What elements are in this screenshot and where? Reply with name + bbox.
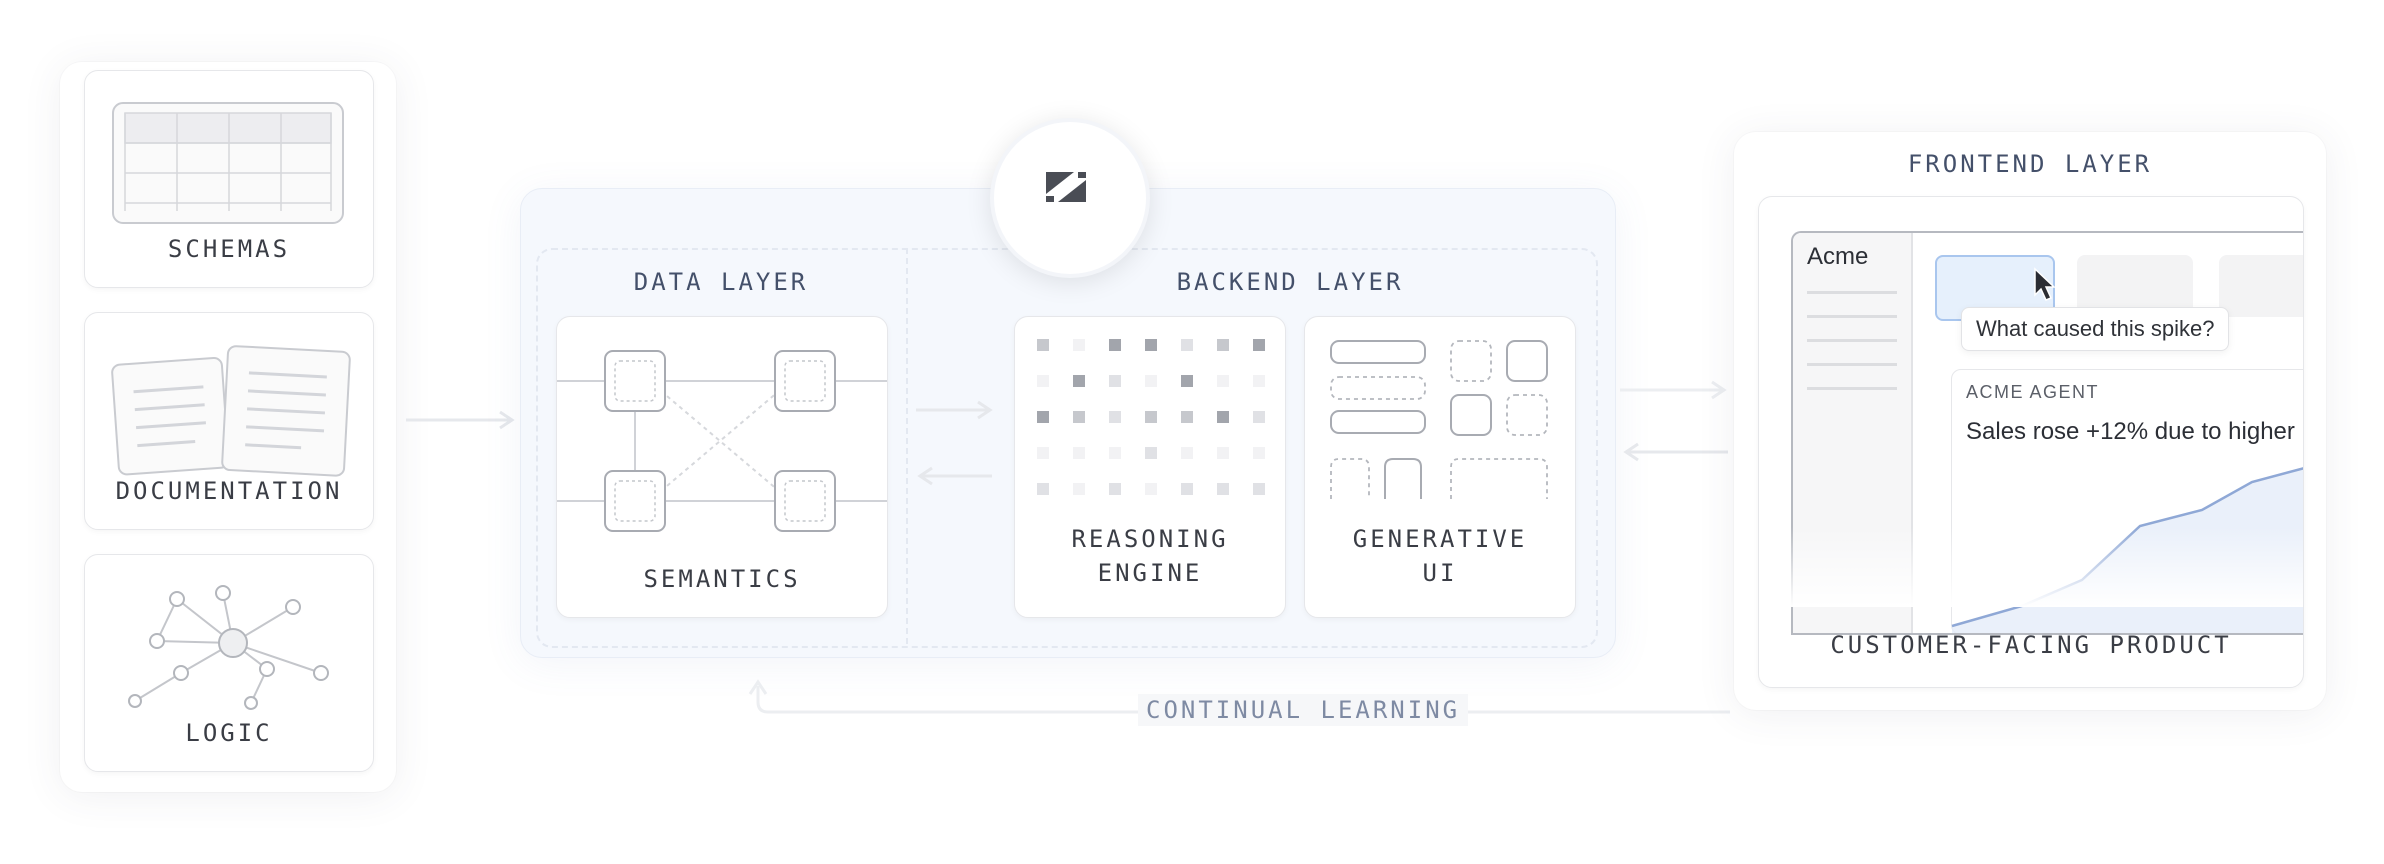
matrix-cell (1037, 411, 1049, 423)
matrix-cell (1217, 447, 1229, 459)
matrix-cell (1073, 411, 1085, 423)
reasoning-engine-card: REASONING ENGINE (1014, 316, 1286, 618)
frontend-layer-title: FRONTEND LAYER (1907, 150, 2153, 178)
backend-to-data-arrow (917, 466, 992, 486)
matrix-cell (1073, 339, 1085, 351)
data-layer-divider (906, 248, 908, 644)
matrix-cell (1217, 375, 1229, 387)
matrix-cell (1253, 339, 1265, 351)
backend-layer-title: BACKEND LAYER (1176, 268, 1404, 296)
agent-label: ACME AGENT (1966, 382, 2100, 402)
continual-learning-label: CONTINUAL LEARNING (1138, 694, 1469, 726)
matrix-cell (1073, 483, 1085, 495)
core-to-frontend-arrow (1620, 380, 1727, 400)
matrix-cell (1145, 411, 1157, 423)
question-tooltip: What caused this spike? (1961, 307, 2230, 351)
chart-tile-3[interactable] (2219, 255, 2303, 317)
frontend-to-core-arrow (1623, 442, 1728, 462)
schemas-label: SCHEMAS (167, 235, 291, 263)
documentation-card: DOCUMENTATION (84, 312, 374, 530)
matrix-cell (1217, 411, 1229, 423)
reasoning-label-line2: ENGINE (1097, 559, 1203, 587)
matrix-cell (1181, 411, 1193, 423)
matrix-cell (1181, 447, 1193, 459)
mouse-cursor-icon (2034, 267, 2056, 301)
matrix-cell (1109, 447, 1121, 459)
documentation-label: DOCUMENTATION (115, 477, 343, 505)
sidebar-line-4 (1807, 363, 1897, 366)
layers-logo-icon (1046, 172, 1086, 202)
app-name: Acme (1807, 243, 1869, 270)
schemas-card: SCHEMAS (84, 70, 374, 288)
semantics-card: SEMANTICS (556, 316, 888, 618)
matrix-cell (1145, 447, 1157, 459)
sidebar-line-3 (1807, 339, 1897, 342)
matrix-cell (1073, 447, 1085, 459)
semantics-label: SEMANTICS (643, 565, 801, 593)
product-card: Acme What caused this spike? ACME AGENT … (1758, 196, 2304, 688)
matrix-cell (1037, 447, 1049, 459)
sidebar-line-5 (1807, 387, 1897, 390)
product-label: CUSTOMER-FACING PRODUCT (1830, 631, 2232, 659)
matrix-cell (1109, 411, 1121, 423)
matrix-cell (1181, 339, 1193, 351)
matrix-cell (1253, 483, 1265, 495)
network-graph-icon (128, 585, 329, 710)
table-icon (112, 102, 344, 224)
matrix-cell (1253, 411, 1265, 423)
logic-card: LOGIC (84, 554, 374, 772)
sidebar-line-1 (1807, 291, 1897, 294)
generative-ui-card: GENERATIVE UI (1304, 316, 1576, 618)
agent-message: Sales rose +12% due to higher (1966, 418, 2295, 445)
matrix-cell (1145, 483, 1157, 495)
data-layer-title: DATA LAYER (633, 268, 809, 296)
generative-ui-icon (1330, 340, 1548, 499)
matrix-cell (1109, 375, 1121, 387)
matrix-cell (1145, 339, 1157, 351)
fade-overlay (1759, 527, 2303, 607)
continual-learning-arrow (748, 679, 1730, 714)
chart-tile-2[interactable] (2077, 255, 2193, 317)
matrix-cell (1109, 339, 1121, 351)
semantic-graph-icon (557, 350, 887, 532)
matrix-cell (1145, 375, 1157, 387)
matrix-cell (1217, 483, 1229, 495)
matrix-cell (1073, 375, 1085, 387)
sidebar-line-2 (1807, 315, 1897, 318)
matrix-cell (1253, 375, 1265, 387)
reasoning-matrix-icon (1037, 339, 1265, 495)
matrix-cell (1253, 447, 1265, 459)
generative-label-line2: UI (1422, 559, 1458, 587)
documents-icon (111, 345, 351, 477)
logic-label: LOGIC (185, 719, 273, 747)
matrix-cell (1037, 375, 1049, 387)
data-to-backend-arrow (916, 400, 993, 420)
matrix-cell (1181, 483, 1193, 495)
matrix-cell (1181, 375, 1193, 387)
matrix-cell (1217, 339, 1229, 351)
generative-label-line1: GENERATIVE (1352, 525, 1528, 553)
matrix-cell (1037, 483, 1049, 495)
sources-to-core-arrow (406, 410, 515, 430)
matrix-cell (1109, 483, 1121, 495)
matrix-cell (1037, 339, 1049, 351)
reasoning-label-line1: REASONING (1071, 525, 1229, 553)
